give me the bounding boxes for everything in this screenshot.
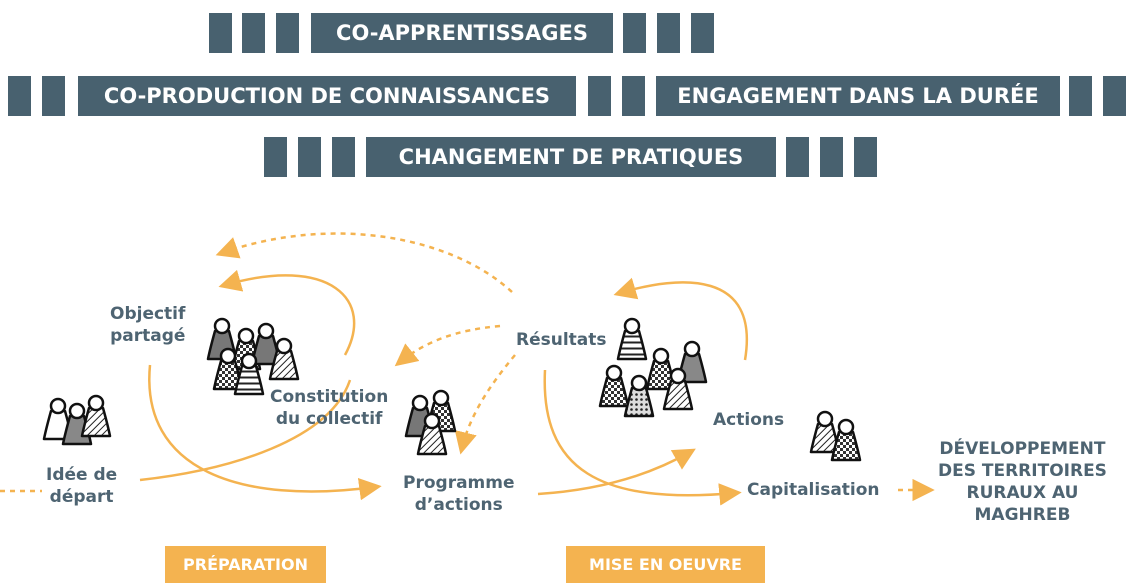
band-square <box>298 137 321 177</box>
band-co-production: CO-PRODUCTION DE CONNAISSANCES <box>78 76 576 116</box>
pawn-group-objectif <box>206 317 300 396</box>
arrow-loop-objectif <box>218 269 356 356</box>
pawn-group-programme <box>404 389 457 456</box>
arrow-dashed-resultats-to-top <box>215 232 513 293</box>
pawn-group-idee <box>42 394 112 446</box>
arrow-loop-actions <box>613 277 748 361</box>
node-resultats: Résultats <box>516 330 607 350</box>
node-programme-actions: Programme d’actions <box>403 473 515 515</box>
arrow-idee-to-objectif <box>139 379 352 482</box>
arrow-dashed-resultats-to-constitution <box>394 324 501 367</box>
band-square <box>332 137 355 177</box>
band-square <box>657 13 680 53</box>
node-objectif-partage: Objectif partagé <box>110 304 186 346</box>
phase-mise-en-oeuvre: MISE EN OEUVRE <box>566 546 765 583</box>
node-idee-depart: Idée de départ <box>46 465 118 507</box>
flow-arrows <box>0 232 935 506</box>
arrow-dashed-resultats-to-programme <box>454 354 516 455</box>
node-constitution-collectif: Constitution du collectif <box>270 387 389 429</box>
arrow-resultats-to-capitalisation <box>543 369 742 506</box>
arrow-objectif-to-programme <box>148 364 382 501</box>
band-square <box>209 13 232 53</box>
phase-preparation: PRÉPARATION <box>165 546 326 583</box>
band-square <box>854 137 877 177</box>
band-square <box>276 13 299 53</box>
pawn-group-capitalisation <box>809 410 862 462</box>
band-square <box>1069 76 1092 116</box>
node-actions: Actions <box>713 410 785 430</box>
node-capitalisation: Capitalisation <box>747 480 880 500</box>
band-square <box>42 76 65 116</box>
band-changement: CHANGEMENT DE PRATIQUES <box>366 137 776 177</box>
band-square <box>242 13 265 53</box>
band-square <box>786 137 809 177</box>
pawn-group-actions <box>598 317 708 418</box>
band-co-apprentissages: CO-APPRENTISSAGES <box>311 13 613 53</box>
arrow-programme-to-actions <box>537 448 696 496</box>
band-square <box>264 137 287 177</box>
band-square <box>622 76 645 116</box>
band-square <box>691 13 714 53</box>
band-square <box>1103 76 1126 116</box>
band-square <box>623 13 646 53</box>
node-developpement-territoires: DÉVELOPPEMENT DES TERRITOIRES RURAUX AU … <box>938 439 1107 525</box>
band-square <box>588 76 611 116</box>
band-engagement: ENGAGEMENT DANS LA DURÉE <box>656 76 1060 116</box>
band-square <box>8 76 31 116</box>
band-square <box>820 137 843 177</box>
